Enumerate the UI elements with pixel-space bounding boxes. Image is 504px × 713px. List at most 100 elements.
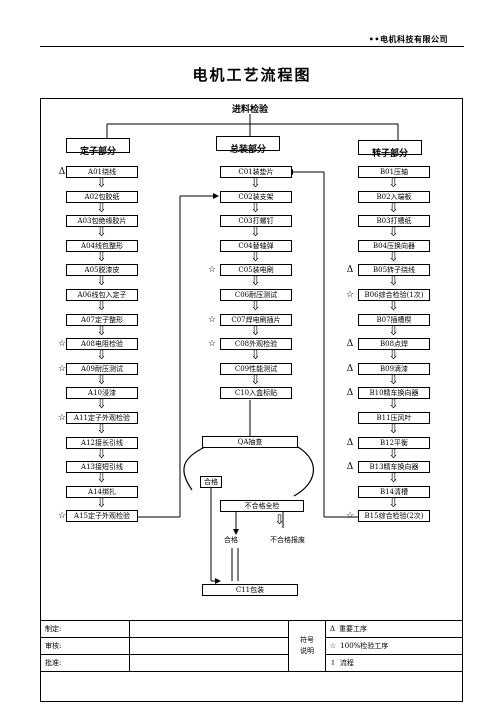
flow-arrow-icon: ⇩ bbox=[96, 176, 107, 191]
star-icon: ☆ bbox=[207, 339, 217, 350]
assembly-section-header: 总装部分 bbox=[216, 136, 280, 155]
star-icon: ☆ bbox=[57, 413, 67, 423]
process-step: A05脱漆皮 bbox=[66, 264, 138, 277]
process-step: C07焊电刷插片 bbox=[220, 313, 292, 326]
rotor-section-label: 转子部分 bbox=[371, 149, 408, 159]
process-step: C08外观检验 bbox=[220, 338, 292, 351]
process-step: A15定子外观检验 bbox=[66, 510, 138, 523]
flow-arrow-icon: ⇩ bbox=[388, 299, 399, 314]
process-step: C02装支架 bbox=[220, 190, 292, 203]
process-step: B09滴漆 bbox=[358, 362, 430, 375]
flow-arrow-icon: ⇩ bbox=[388, 397, 399, 413]
flow-arrow-icon: ⇩ bbox=[388, 495, 399, 511]
company-name: ••电机科技有限公司 bbox=[368, 35, 448, 44]
page-title: 电机工艺流程图 bbox=[192, 66, 312, 84]
flowchart-frame bbox=[40, 98, 463, 702]
flow-arrow-icon: ⇩ bbox=[96, 249, 107, 265]
process-step: A06线包入定子 bbox=[66, 289, 138, 301]
flow-arrow-icon: ⇩ bbox=[96, 422, 107, 437]
process-step: B10精车换向器 bbox=[358, 387, 430, 400]
process-step: C01装垫片 bbox=[220, 166, 292, 178]
pass-after-label: 合格 bbox=[224, 536, 238, 544]
flow-arrow-icon: ⇩ bbox=[250, 299, 261, 314]
process-step: B11压风叶 bbox=[358, 412, 430, 424]
process-step: B13精车换向器 bbox=[358, 461, 430, 474]
flow-arrow-icon: ⇩ bbox=[250, 274, 261, 290]
triangle-icon: Δ bbox=[346, 388, 354, 399]
star-icon: ☆ bbox=[57, 363, 67, 374]
package-box: C11包装 bbox=[202, 584, 298, 596]
process-step: A10浸漆 bbox=[66, 387, 138, 400]
process-step: A14绑扎 bbox=[66, 485, 138, 498]
flow-arrow-icon: ⇩ bbox=[96, 274, 107, 290]
process-step: C03打螺钉 bbox=[220, 215, 292, 228]
process-step: A11定子外观检验 bbox=[66, 412, 138, 424]
process-step: B02入端板 bbox=[358, 190, 430, 203]
flow-arrow-icon: ⇩ bbox=[96, 225, 107, 241]
full-inspection-box: 不合格全检 bbox=[220, 500, 304, 512]
flow-arrow-icon: ⇩ bbox=[388, 471, 399, 487]
approve-value bbox=[129, 654, 289, 672]
process-step: B04压换向器 bbox=[358, 239, 430, 252]
process-step: A09耐压测试 bbox=[66, 362, 138, 375]
process-step: B12平衡 bbox=[358, 436, 430, 449]
process-step: C06耐压测试 bbox=[220, 289, 292, 301]
flow-arrow-icon: ⇩ bbox=[388, 422, 399, 437]
process-step: B01压轴 bbox=[358, 166, 430, 178]
triangle-icon: Δ bbox=[346, 339, 354, 350]
star-icon: ☆ bbox=[207, 314, 217, 325]
made-value bbox=[129, 620, 289, 638]
flow-arrow-icon: ⇩ bbox=[250, 372, 261, 388]
triangle-icon: Δ bbox=[346, 462, 354, 473]
legend-row-full-inspection: ☆100%检验工序 bbox=[325, 637, 463, 655]
star-icon: ☆ bbox=[345, 290, 355, 300]
triangle-icon: Δ bbox=[346, 265, 354, 276]
stator-section-label: 定子部分 bbox=[79, 147, 116, 157]
process-step: A03包绝缘胶片 bbox=[66, 215, 138, 228]
triangle-icon: Δ bbox=[346, 437, 354, 448]
flow-arrow-icon: ⇩ bbox=[250, 200, 261, 216]
scrap-arrow-icon: ⇩ bbox=[274, 513, 285, 528]
star-icon: ☆ bbox=[57, 339, 67, 350]
rotor-section-header: 转子部分 bbox=[358, 140, 422, 159]
flow-arrow-icon: ⇩ bbox=[388, 274, 399, 290]
star-icon: ☆ bbox=[330, 642, 337, 650]
legend-row-flow: ⇩流程 bbox=[325, 654, 463, 672]
flow-arrow-icon: ⇩ bbox=[388, 372, 399, 388]
flow-arrow-icon: ⇩ bbox=[388, 176, 399, 191]
flow-arrow-icon: ⇩ bbox=[388, 249, 399, 265]
process-step: A13接短引线 bbox=[66, 461, 138, 474]
header-divider bbox=[40, 46, 464, 47]
approve-label: 批准: bbox=[40, 654, 130, 672]
triangle-icon: Δ bbox=[58, 167, 66, 177]
flow-arrow-icon: ⇩ bbox=[96, 446, 107, 462]
process-step: B15综合检验(2次) bbox=[358, 510, 430, 523]
flow-arrow-icon: ⇩ bbox=[388, 225, 399, 241]
symbol-title: 符号说明 bbox=[288, 620, 326, 672]
flow-arrow-icon: ⇩ bbox=[388, 348, 399, 364]
process-step: B05转子绕线 bbox=[358, 264, 430, 277]
flow-arrow-icon: ⇩ bbox=[96, 299, 107, 314]
flow-arrow-icon: ⇩ bbox=[96, 200, 107, 216]
process-step: B07插槽楔 bbox=[358, 313, 430, 326]
flow-arrow-icon: ⇩ bbox=[250, 323, 261, 339]
process-step: A07定子整形 bbox=[66, 313, 138, 326]
review-value bbox=[129, 637, 289, 655]
process-step: A02包胶纸 bbox=[66, 190, 138, 203]
flow-arrow-icon: ⇩ bbox=[96, 471, 107, 487]
assembly-section-label: 总装部分 bbox=[229, 145, 266, 155]
made-label: 制定: bbox=[40, 620, 130, 638]
process-step: C05装电刷 bbox=[220, 264, 292, 277]
process-step: B06综合检验(1次) bbox=[358, 289, 430, 301]
flow-arrow-icon: ⇩ bbox=[96, 495, 107, 511]
process-step: B03打槽纸 bbox=[358, 215, 430, 228]
process-step: A12接长引线 bbox=[66, 436, 138, 449]
flow-arrow-icon: ⇩ bbox=[96, 372, 107, 388]
star-icon: ☆ bbox=[345, 511, 355, 522]
flow-arrow-icon: ⇩ bbox=[96, 397, 107, 413]
triangle-icon: Δ bbox=[346, 363, 354, 374]
process-step: C10入盒标贴 bbox=[220, 387, 292, 400]
